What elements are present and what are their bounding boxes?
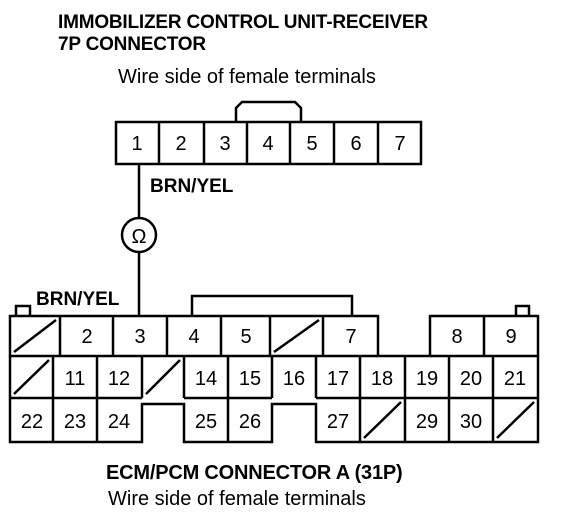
bottom-pin-2: 2 bbox=[81, 326, 92, 348]
bottom-pin-23: 23 bbox=[64, 411, 86, 433]
empty-cavity-10 bbox=[13, 359, 50, 395]
top-pin-7: 7 bbox=[394, 133, 405, 155]
bottom-pin-11: 11 bbox=[65, 368, 86, 390]
empty-cavity-6 bbox=[273, 318, 320, 354]
empty-cavity-1 bbox=[13, 319, 57, 353]
top-connector-subtitle: Wire side of female terminals bbox=[118, 66, 376, 88]
top-pin-6: 6 bbox=[350, 133, 361, 155]
bottom-pin-12: 12 bbox=[108, 368, 130, 390]
bottom-pin-29: 29 bbox=[416, 411, 438, 433]
bottom-pin-25: 25 bbox=[195, 411, 217, 433]
bottom-connector-subtitle: Wire side of female terminals bbox=[108, 488, 366, 510]
bottom-pin-14: 14 bbox=[195, 368, 217, 390]
bottom-pin-21: 21 bbox=[504, 368, 526, 390]
bottom-pin-26: 26 bbox=[239, 411, 261, 433]
bottom-pin-18: 18 bbox=[371, 368, 393, 390]
bottom-pin-8: 8 bbox=[451, 326, 462, 348]
bottom-pin-7: 7 bbox=[345, 326, 356, 348]
empty-cavity-13 bbox=[145, 359, 181, 395]
top-connector-body bbox=[114, 120, 423, 166]
bottom-pin-22: 22 bbox=[21, 411, 43, 433]
top-pin-3: 3 bbox=[219, 133, 230, 155]
wire-label-bottom: BRN/YEL bbox=[36, 289, 120, 310]
top-pin-4: 4 bbox=[262, 133, 273, 155]
top-pin-1: 1 bbox=[131, 133, 142, 155]
left-ear bbox=[14, 304, 32, 316]
ohm-symbol: Ω bbox=[132, 226, 147, 248]
bottom-pin-20: 20 bbox=[460, 368, 482, 390]
bottom-pin-30: 30 bbox=[460, 411, 482, 433]
bottom-connector-title: ECM/PCM CONNECTOR A (31P) bbox=[106, 462, 403, 484]
bottom-pin-5: 5 bbox=[240, 326, 251, 348]
bottom-pin-27: 27 bbox=[327, 411, 349, 433]
top-connector-title-line1: IMMOBILIZER CONTROL UNIT-RECEIVER bbox=[58, 12, 428, 33]
top-pin-5: 5 bbox=[306, 133, 317, 155]
bottom-pin-9: 9 bbox=[505, 326, 516, 348]
empty-cavity-28 bbox=[363, 401, 402, 439]
top-connector-lock-tab bbox=[234, 100, 303, 122]
wire-label-top: BRN/YEL bbox=[150, 176, 234, 197]
bottom-pin-3: 3 bbox=[134, 326, 145, 348]
bottom-pin-16: 16 bbox=[283, 368, 305, 390]
top-connector-title-line2: 7P CONNECTOR bbox=[58, 34, 206, 55]
bottom-connector-lock-tab bbox=[190, 294, 354, 316]
bottom-pin-4: 4 bbox=[188, 326, 199, 348]
bottom-pin-15: 15 bbox=[239, 368, 261, 390]
right-ear bbox=[514, 304, 531, 316]
bottom-pin-17: 17 bbox=[327, 368, 349, 390]
bottom-connector-outline bbox=[8, 314, 540, 444]
bottom-pin-19: 19 bbox=[416, 368, 438, 390]
top-pin-2: 2 bbox=[175, 133, 186, 155]
empty-cavity-31 bbox=[496, 401, 535, 439]
bottom-pin-24: 24 bbox=[108, 411, 130, 433]
